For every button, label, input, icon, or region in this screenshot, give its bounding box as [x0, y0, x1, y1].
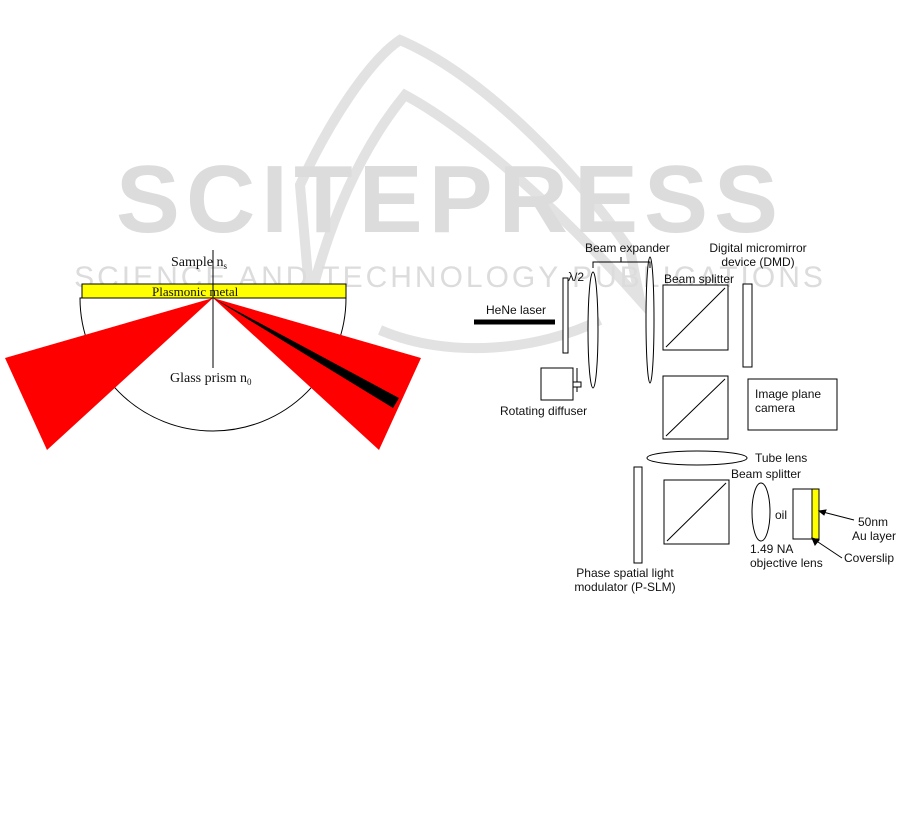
sample-label: Sample ns [171, 255, 228, 271]
coverslip-arrowhead [811, 537, 820, 546]
dmd-label-line2: device (DMD) [721, 255, 794, 269]
incident-beam [5, 298, 213, 450]
au-layer-label-line1: 50nm [858, 515, 888, 529]
beam-splitter-bottom-diagonal [666, 482, 727, 542]
watermark: SCITEPRESS SCIENCE AND TECHNOLOGY PUBLIC… [74, 34, 823, 354]
optical-setup-diagram [474, 256, 855, 564]
objective-label-line2: objective lens [750, 556, 823, 570]
camera-label-line2: camera [755, 401, 795, 415]
kretschmann-diagram: Sample ns Plasmonic metal Glass prism n0 [5, 250, 421, 450]
au-layer-label-line2: Au layer [852, 529, 896, 543]
beam-splitter-top-label: Beam splitter [664, 272, 734, 286]
plasmonic-metal-label: Plasmonic metal [152, 284, 239, 299]
half-wave-plate [562, 277, 569, 354]
beam-splitter-middle-diagonal [665, 378, 726, 437]
dmd [742, 283, 753, 368]
tube-lens [646, 450, 748, 466]
reflected-beam [213, 298, 421, 450]
slm-label-line2: modulator (P-SLM) [574, 580, 675, 594]
resonance-dark-line [213, 298, 399, 408]
glass-prism-label: Glass prism n0 [170, 371, 252, 387]
watermark-logo-swoosh-lower [378, 315, 603, 354]
hene-laser-label: HeNe laser [486, 303, 546, 317]
dmd-label-line1: Digital micromirror [709, 241, 806, 255]
plasmonic-metal-layer [81, 283, 347, 299]
coverslip [792, 488, 813, 540]
beam-splitter-top-diagonal [665, 287, 726, 348]
camera-label-line1: Image plane [755, 387, 821, 401]
half-wave-plate-label: λ/2 [568, 270, 584, 284]
phase-slm [633, 466, 643, 564]
image-plane-camera [747, 378, 838, 431]
slm-label-line1: Phase spatial light [576, 566, 674, 580]
oil-label: oil [775, 508, 787, 522]
tube-lens-label: Tube lens [755, 451, 807, 465]
beam-expander-label: Beam expander [585, 241, 670, 255]
expander-lens-1 [587, 271, 599, 389]
au-layer [811, 488, 820, 540]
objective-lens [751, 482, 771, 542]
rotating-diffuser [540, 367, 574, 401]
objective-label-line1: 1.49 NA [750, 542, 793, 556]
watermark-logo-swoosh [294, 34, 649, 318]
watermark-title: SCITEPRESS [116, 146, 784, 253]
optical-setup-labels: HeNe laser λ/2 Beam expander Digital mic… [486, 241, 896, 594]
coverslip-label: Coverslip [844, 551, 894, 565]
coverslip-pointer [814, 539, 843, 559]
rotating-diffuser-label: Rotating diffuser [500, 404, 587, 418]
beam-splitter-bottom-label: Beam splitter [731, 467, 801, 481]
au-layer-arrowhead [817, 509, 827, 516]
diffuser-mount [572, 381, 582, 388]
beam-expander-bracket [592, 257, 651, 268]
expander-lens-2 [645, 256, 655, 384]
